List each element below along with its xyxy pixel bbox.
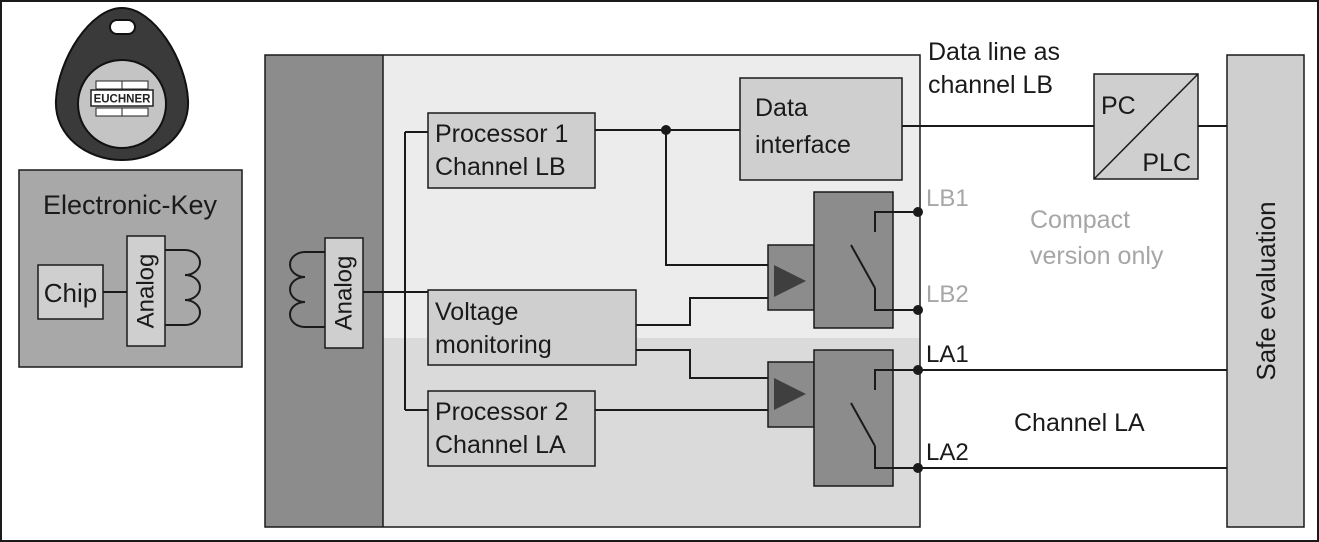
compact-note-1: Compact xyxy=(1030,206,1130,234)
plc-label: PLC xyxy=(1142,149,1191,177)
voltage-monitoring-line2: monitoring xyxy=(435,331,552,359)
key-analog-label: Analog xyxy=(133,254,160,329)
reader-coil-icon xyxy=(289,251,325,328)
safe-evaluation-label: Safe evaluation xyxy=(1251,201,1281,380)
lb-switch-unit xyxy=(767,191,923,329)
electronic-key-block: Electronic-Key Chip Analog xyxy=(18,169,243,368)
processor-2-box xyxy=(427,390,596,467)
compact-note-2: version only xyxy=(1030,242,1164,270)
output-la1: LA1 xyxy=(926,341,969,368)
voltage-monitoring-box xyxy=(427,289,637,366)
data-line-note-2: channel LB xyxy=(928,71,1053,99)
chip-label: Chip xyxy=(44,278,97,308)
chip-box xyxy=(37,264,104,320)
voltage-monitoring-line1: Voltage xyxy=(435,298,518,326)
output-lb2: LB2 xyxy=(926,281,969,308)
processor-1-channel: Channel LB xyxy=(435,153,566,181)
reader-analog-label: Analog xyxy=(331,256,358,331)
processor-2-channel: Channel LA xyxy=(435,431,566,459)
output-lb1: LB1 xyxy=(926,185,969,212)
reader-analog-box xyxy=(324,237,364,349)
processor-1-title: Processor 1 xyxy=(435,120,568,148)
output-la2: LA2 xyxy=(926,439,969,466)
key-coil-icon xyxy=(165,249,201,326)
reader-block: Analog Processor 1 Channel LB Processor … xyxy=(264,54,923,528)
processor-1-box xyxy=(427,112,596,189)
pc-plc-block: PC PLC xyxy=(1093,73,1199,180)
data-line-note-1: Data line as xyxy=(928,38,1060,66)
channel-la-note: Channel LA xyxy=(1014,409,1145,437)
pc-label: PC xyxy=(1101,92,1136,120)
key-analog-box xyxy=(126,235,166,347)
safe-evaluation-block: Safe evaluation xyxy=(1226,54,1305,528)
data-interface-line1: Data xyxy=(755,94,808,122)
processor-2-title: Processor 2 xyxy=(435,398,568,426)
electronic-key-title: Electronic-Key xyxy=(43,190,218,220)
la-switch-unit xyxy=(767,349,923,487)
rfid-tag-icon: EUCHNER xyxy=(54,6,190,162)
data-interface-line2: interface xyxy=(755,131,851,159)
data-interface-box xyxy=(739,77,903,181)
tag-brand-label: EUCHNER xyxy=(94,94,152,106)
